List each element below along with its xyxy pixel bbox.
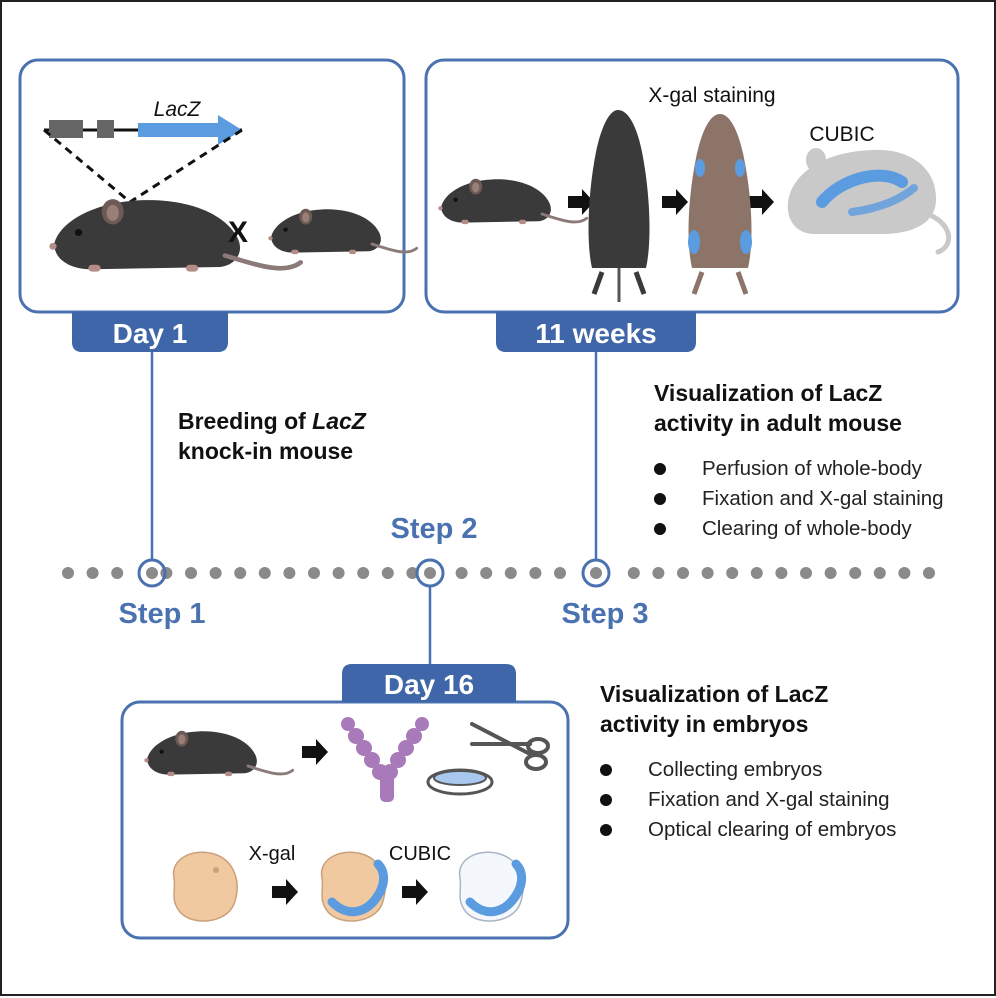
timeline-dot xyxy=(455,567,468,579)
timeline-dot xyxy=(849,567,862,579)
xgal-staining-label: X-gal staining xyxy=(648,84,775,107)
timeline-dot xyxy=(873,567,886,579)
embryo-step-item: Optical clearing of embryos xyxy=(600,815,960,845)
timeline-dot xyxy=(726,567,739,579)
weeks11-badge xyxy=(496,312,696,352)
timeline-dot xyxy=(86,567,99,579)
embryo-image xyxy=(172,851,238,922)
day16-badge xyxy=(342,664,516,702)
step2-label: Step 2 xyxy=(390,513,477,545)
timeline-dot xyxy=(185,567,197,579)
step1-label: Step 1 xyxy=(118,598,205,630)
timeline-dot xyxy=(258,567,271,579)
step3-marker xyxy=(581,558,611,588)
cleared-mouse-image xyxy=(787,148,951,255)
timeline-dot xyxy=(381,567,394,579)
arrow-icon xyxy=(662,189,688,215)
timeline-dot xyxy=(209,567,222,579)
timeline-dot xyxy=(529,567,542,579)
day1-badge xyxy=(72,312,228,352)
lacz-gene-label: LacZ xyxy=(154,98,202,121)
embryo-heading-line1: Visualization of LacZ xyxy=(600,681,829,707)
arrow-icon xyxy=(402,879,428,905)
uterus-image xyxy=(341,717,429,802)
lacz-construct-graphic xyxy=(43,115,243,204)
step2-marker xyxy=(415,558,445,588)
cross-symbol: X xyxy=(228,216,248,249)
adult-heading-line1: Visualization of LacZ xyxy=(654,380,883,406)
timeline-step-dot xyxy=(590,567,602,579)
day1-panel xyxy=(18,58,406,314)
cubic-label-embryo: CUBIC xyxy=(389,843,451,865)
day16-badge-label: Day 16 xyxy=(384,669,474,700)
step1-marker xyxy=(137,558,167,588)
embryo-visualization-block: Visualization of LacZ activity in embryo… xyxy=(600,679,960,845)
adult-step-item: Perfusion of whole-body xyxy=(654,454,984,484)
timeline-dot xyxy=(898,567,911,579)
timeline-dot xyxy=(800,567,812,579)
step1-desc-prefix: Breeding of xyxy=(178,408,313,434)
timeline-dot xyxy=(652,567,665,579)
embryo-steps-list: Collecting embryos Fixation and X-gal st… xyxy=(600,755,960,845)
adult-step-item: Fixation and X-gal staining xyxy=(654,484,984,514)
arrow-icon xyxy=(748,189,774,215)
embryo-step-item: Fixation and X-gal staining xyxy=(600,785,960,815)
timeline-dot xyxy=(824,567,837,579)
timeline-step-dot xyxy=(424,567,436,579)
step1-description: Breeding of LacZ knock-in mouse xyxy=(178,406,438,466)
timeline-dot xyxy=(332,567,345,579)
timeline-dot xyxy=(750,567,763,579)
timeline-dot xyxy=(111,567,124,579)
timeline-dot xyxy=(701,567,714,579)
step1-desc-gene: LacZ xyxy=(312,408,366,434)
arrow-icon xyxy=(272,879,298,905)
timeline-step-dot xyxy=(146,567,158,579)
timeline-dot xyxy=(677,567,689,579)
timeline-dot xyxy=(234,567,247,579)
arrow-icon xyxy=(568,189,594,215)
cleared-embryo-image xyxy=(458,851,527,922)
adult-steps-list: Perfusion of whole-body Fixation and X-g… xyxy=(654,454,984,544)
embryo-step-item: Collecting embryos xyxy=(600,755,960,785)
weeks11-badge-label: 11 weeks xyxy=(535,318,656,349)
adult-heading-line2: activity in adult mouse xyxy=(654,410,902,436)
timeline-dot xyxy=(357,567,370,579)
timeline-dot xyxy=(775,567,788,579)
timeline-dots xyxy=(62,567,935,579)
timeline-dot xyxy=(554,567,566,579)
day1-badge-label: Day 1 xyxy=(113,318,188,349)
adult-step-item: Clearing of whole-body xyxy=(654,514,984,544)
embryo-heading-line2: activity in embryos xyxy=(600,711,809,737)
timeline-dot xyxy=(283,567,296,579)
adult-visualization-block: Visualization of LacZ activity in adult … xyxy=(654,378,984,544)
stained-embryo-image xyxy=(320,851,389,922)
stained-mouse-image xyxy=(688,114,752,295)
step1-desc-line2: knock-in mouse xyxy=(178,438,354,464)
cubic-label-adult: CUBIC xyxy=(809,123,874,146)
timeline-dot xyxy=(62,567,74,579)
arrow-icon xyxy=(302,739,328,765)
timeline-dot xyxy=(480,567,493,579)
timeline-dot xyxy=(627,567,640,579)
scissors-icon xyxy=(470,722,550,771)
timeline-dot xyxy=(504,567,517,579)
timeline-dot xyxy=(923,567,935,579)
timeline-dot xyxy=(406,567,419,579)
petri-dish-icon xyxy=(426,768,494,796)
xgal-label-embryo: X-gal xyxy=(249,843,296,865)
perfused-mouse-image xyxy=(588,110,650,302)
step3-label: Step 3 xyxy=(561,598,648,630)
timeline-dot xyxy=(308,567,320,579)
